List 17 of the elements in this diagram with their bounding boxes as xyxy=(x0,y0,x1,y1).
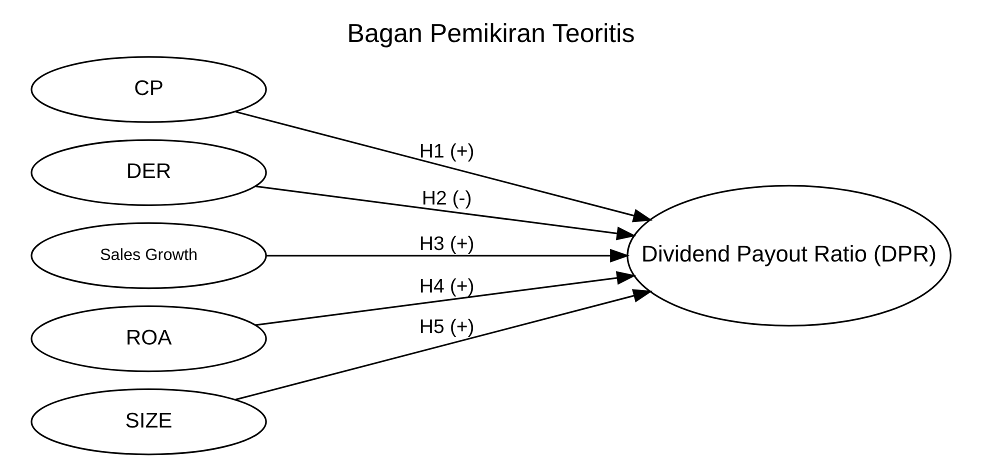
arrow xyxy=(235,110,653,222)
diagram-title: Bagan Pemikiran Teoritis xyxy=(347,18,635,48)
node-ellipse: Sales Growth xyxy=(30,222,267,290)
arrow xyxy=(235,289,653,400)
edge-label: H5 (+) xyxy=(419,316,474,338)
node-ellipse: DER xyxy=(30,139,267,206)
edge-label: H4 (+) xyxy=(419,275,474,298)
edge-label: H2 (-) xyxy=(422,188,472,210)
node-ellipse: ROA xyxy=(30,305,267,372)
node-ellipse: CP xyxy=(30,56,267,123)
arrow xyxy=(256,186,636,240)
edge-label: H3 (+) xyxy=(419,233,474,256)
edge-label: H1 (+) xyxy=(419,140,474,162)
node-ellipse: Dividend Payout Ratio (DPR) xyxy=(626,184,952,327)
node-ellipse: SIZE xyxy=(30,388,267,456)
arrow xyxy=(266,248,630,263)
arrow xyxy=(256,271,636,326)
